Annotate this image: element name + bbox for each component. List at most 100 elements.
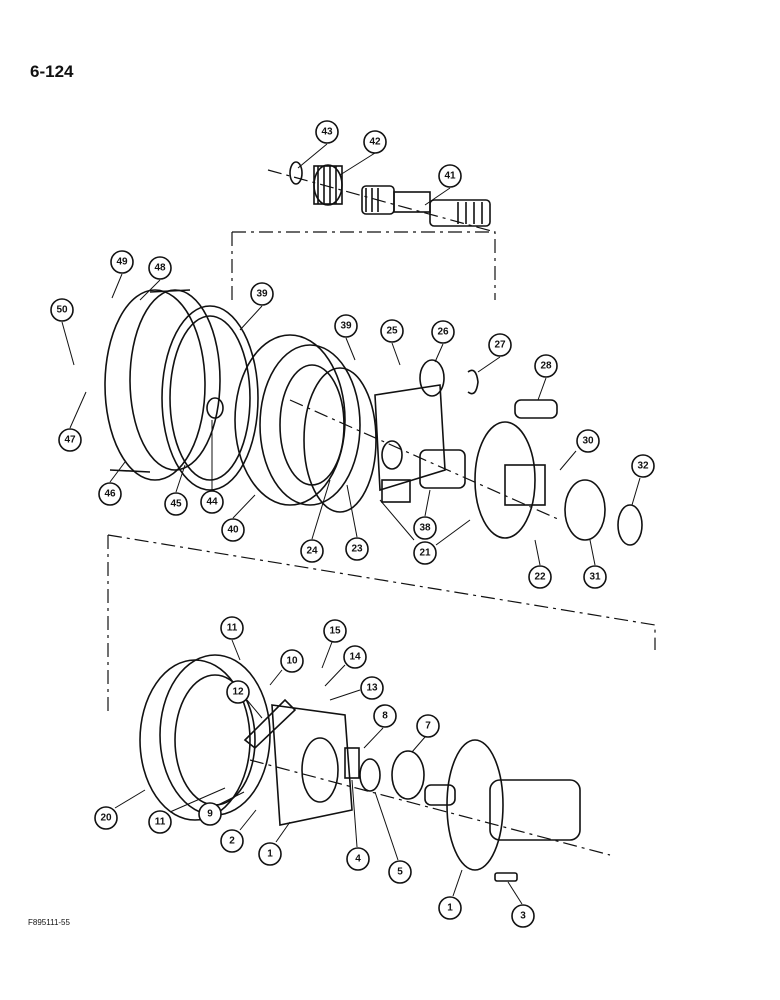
callout-42: 42 [339, 130, 387, 176]
part-46-cover [104, 289, 221, 481]
part-40-ring-gear [234, 334, 361, 506]
callout-44-label: 44 [206, 497, 218, 508]
callout-13: 13 [329, 676, 384, 701]
callout-9: 9 [198, 791, 245, 826]
callout-13-label: 13 [366, 683, 378, 694]
callout-11b: 11 [148, 787, 226, 834]
callout-12: 12 [226, 680, 263, 719]
callout-4-label: 4 [355, 854, 361, 865]
part-30-hub [474, 421, 546, 539]
callout-45: 45 [164, 464, 188, 516]
callout-46-label: 46 [104, 489, 116, 500]
callout-43-label: 43 [321, 127, 333, 138]
callout-41: 41 [424, 164, 462, 206]
callout-9-label: 9 [207, 809, 213, 820]
callout-22: 22 [528, 539, 552, 589]
callout-27-label: 27 [494, 340, 506, 351]
callout-24-label: 24 [306, 546, 318, 557]
part-28-pin [514, 399, 558, 419]
callout-40: 40 [221, 494, 256, 542]
callout-2: 2 [220, 809, 257, 853]
part-3-bolt [494, 872, 518, 882]
callout-39a-label: 39 [256, 289, 268, 300]
part-38-spline [419, 449, 466, 489]
callout-50: 50 [50, 298, 75, 366]
callout-38: 38 [413, 489, 437, 540]
callout-14: 14 [324, 645, 367, 687]
callout-49-label: 49 [116, 257, 128, 268]
callout-32-label: 32 [637, 461, 649, 472]
part-41-shaft [361, 185, 491, 227]
callout-15: 15 [321, 619, 347, 669]
part-45-gasket [161, 305, 259, 491]
callout-39b-label: 39 [340, 321, 352, 332]
callout-30: 30 [559, 429, 600, 471]
callout-8: 8 [363, 704, 397, 749]
callout-30-label: 30 [582, 436, 594, 447]
callout-41-label: 41 [444, 171, 456, 182]
callout-1a-label: 1 [267, 849, 273, 860]
assembly-centerlines [107, 169, 656, 856]
callout-12-label: 12 [232, 687, 244, 698]
callout-47: 47 [58, 391, 87, 452]
callout-43: 43 [297, 120, 339, 169]
callout-14-label: 14 [349, 652, 361, 663]
callout-27: 27 [477, 333, 512, 373]
callout-32: 32 [631, 454, 655, 506]
callout-21: 21 [379, 499, 471, 565]
part-21-carrier [374, 384, 446, 503]
callout-8-label: 8 [382, 711, 388, 722]
callout-39b: 39 [334, 314, 358, 361]
callout-10-label: 10 [286, 656, 298, 667]
part-39-gasket [303, 367, 377, 513]
callout-42-label: 42 [369, 137, 381, 148]
callout-2-label: 2 [229, 836, 235, 847]
figure-code: F895111-55 [28, 918, 70, 927]
callout-48-label: 48 [154, 263, 166, 274]
part-31-gear [564, 479, 606, 541]
callout-21-label: 21 [419, 548, 431, 559]
callout-10: 10 [269, 649, 304, 686]
part-4-washer [344, 747, 360, 779]
callout-47-label: 47 [64, 435, 76, 446]
callout-31-label: 31 [589, 572, 601, 583]
part-27-washer [467, 369, 479, 395]
callout-46: 46 [98, 461, 126, 506]
part-20-ring-gear [139, 654, 271, 821]
callout-31: 31 [583, 539, 607, 589]
part-7-gear [391, 750, 425, 800]
callout-26-label: 26 [437, 327, 449, 338]
callout-1b: 1 [438, 869, 463, 920]
page-number: 6-124 [30, 62, 74, 81]
part-1-hub [446, 739, 581, 871]
part-1-carrier [271, 704, 353, 826]
part-32-snap-ring [617, 504, 643, 546]
callout-20-label: 20 [100, 813, 112, 824]
callout-1a: 1 [258, 821, 291, 866]
callout-22-label: 22 [534, 572, 546, 583]
callout-20: 20 [94, 789, 146, 830]
part-26-bearing [419, 359, 445, 397]
callout-23-label: 23 [351, 544, 363, 555]
callout-40-label: 40 [227, 525, 239, 536]
part-6-pin [424, 784, 456, 806]
callout-5-label: 5 [397, 867, 403, 878]
part-5-bearing [359, 758, 381, 792]
callout-50-label: 50 [56, 305, 68, 316]
callout-1b-label: 1 [447, 903, 453, 914]
callout-15-label: 15 [329, 626, 341, 637]
shaft-43-washer [289, 161, 303, 185]
callout-25: 25 [380, 319, 404, 366]
part-42-gear [313, 164, 343, 206]
callout-3-label: 3 [520, 911, 526, 922]
part-44-plug [206, 397, 224, 419]
callout-3: 3 [507, 881, 535, 928]
callout-11b-label: 11 [155, 817, 166, 828]
callout-38-label: 38 [419, 523, 431, 534]
callout-44: 44 [200, 420, 224, 514]
callout-7-label: 7 [425, 721, 431, 732]
callout-26: 26 [431, 320, 455, 363]
callout-23: 23 [345, 484, 369, 561]
callout-25-label: 25 [386, 326, 398, 337]
callout-49: 49 [110, 250, 134, 299]
